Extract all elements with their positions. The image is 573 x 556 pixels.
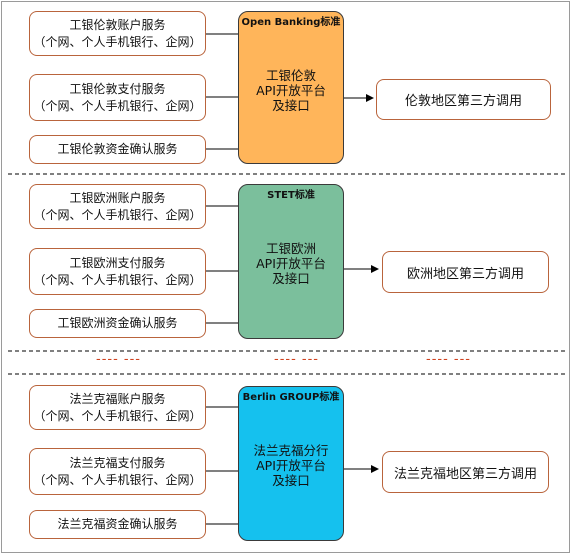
service-channels: （个网、个人手机银行、企网） (33, 272, 202, 287)
service-box-account: 工银欧洲账户服务 （个网、个人手机银行、企网） (29, 184, 206, 229)
service-box-funds-confirmation: 工银欧洲资金确认服务 (29, 309, 206, 338)
third-party-box: 法兰克福地区第三方调用 (382, 451, 549, 493)
service-title: 法兰克福账户服务 (69, 391, 166, 406)
service-channels: （个网、个人手机银行、企网） (33, 34, 202, 49)
service-channels: （个网、个人手机银行、企网） (33, 472, 202, 487)
platform-line: 及接口 (272, 98, 310, 113)
api-platform-london: Open Banking标准 工银伦敦 API开放平台 及接口 (238, 11, 344, 164)
third-party-box: 欧洲地区第三方调用 (382, 251, 549, 293)
platform-line: 工银欧洲 (265, 241, 316, 256)
service-box-funds-confirmation: 工银伦敦资金确认服务 (29, 135, 206, 164)
service-channels: （个网、个人手机银行、企网） (33, 98, 202, 113)
platform-line: 工银伦敦 (265, 68, 316, 83)
platform-line: 法兰克福分行 (253, 443, 329, 458)
platform-standard: STET标准 (267, 190, 315, 201)
service-box-account: 工银伦敦账户服务 （个网、个人手机银行、企网） (29, 11, 206, 56)
service-title: 工银伦敦支付服务 (69, 81, 166, 96)
ellipsis-marker: ---- --- (426, 352, 471, 367)
service-box-funds-confirmation: 法兰克福资金确认服务 (29, 510, 206, 539)
api-platform-frankfurt: Berlin GROUP标准 法兰克福分行 API开放平台 及接口 (238, 386, 344, 541)
service-box-payment: 工银伦敦支付服务 （个网、个人手机银行、企网） (29, 74, 206, 121)
service-title: 工银欧洲资金确认服务 (57, 316, 178, 330)
service-title: 工银欧洲支付服务 (69, 255, 166, 270)
service-title: 法兰克福支付服务 (69, 455, 166, 470)
service-channels: （个网、个人手机银行、企网） (33, 207, 202, 222)
platform-line: API开放平台 (256, 83, 326, 98)
third-party-label: 欧洲地区第三方调用 (406, 266, 524, 282)
api-platform-europe: STET标准 工银欧洲 API开放平台 及接口 (238, 184, 344, 339)
service-box-account: 法兰克福账户服务 （个网、个人手机银行、企网） (29, 385, 206, 430)
platform-line: API开放平台 (256, 458, 326, 473)
service-title: 工银伦敦账户服务 (69, 17, 166, 32)
platform-line: 及接口 (272, 473, 310, 488)
service-title: 工银欧洲账户服务 (69, 190, 166, 205)
third-party-box: 伦敦地区第三方调用 (376, 79, 551, 120)
platform-line: API开放平台 (256, 256, 326, 271)
service-title: 工银伦敦资金确认服务 (57, 142, 178, 156)
third-party-label: 伦敦地区第三方调用 (404, 94, 522, 109)
service-box-payment: 法兰克福支付服务 （个网、个人手机银行、企网） (29, 448, 206, 495)
service-box-payment: 工银欧洲支付服务 （个网、个人手机银行、企网） (29, 248, 206, 295)
service-title: 法兰克福资金确认服务 (57, 517, 178, 531)
platform-standard: Berlin GROUP标准 (242, 392, 340, 403)
platform-standard: Open Banking标准 (241, 17, 341, 28)
third-party-label: 法兰克福地区第三方调用 (393, 466, 537, 482)
ellipsis-marker: ---- --- (96, 352, 141, 367)
service-channels: （个网、个人手机银行、企网） (33, 408, 202, 423)
platform-line: 及接口 (272, 271, 310, 286)
ellipsis-marker: ---- --- (274, 352, 319, 367)
